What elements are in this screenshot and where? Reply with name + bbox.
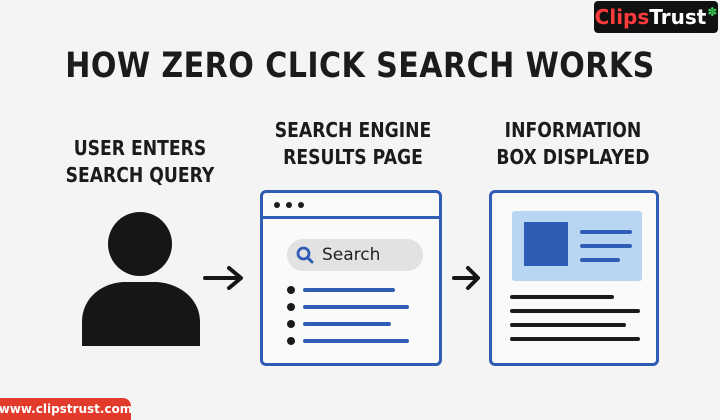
information-box-window (489, 190, 659, 366)
window-dot-icon (298, 202, 304, 208)
bullet-icon (287, 286, 295, 294)
diagram-title: HOW ZERO CLICK SEARCH WORKS (65, 46, 655, 86)
step-3-label-line-1: INFORMATION (504, 118, 642, 142)
text-line (510, 337, 640, 341)
person-icon (82, 212, 200, 346)
search-box-text: Search (322, 245, 381, 265)
info-card-line (580, 258, 620, 262)
info-card-line (580, 230, 632, 234)
leaf-icon: ✽ (707, 5, 718, 19)
bullet-icon (287, 320, 295, 328)
search-results-browser-window: Search (260, 190, 442, 366)
step-1-label-line-1: USER ENTERS (73, 136, 207, 160)
result-line (303, 339, 409, 343)
info-card-line (580, 244, 632, 248)
arrow-right-icon (452, 266, 480, 290)
step-2-label-line-1: SEARCH ENGINE (274, 118, 432, 142)
search-icon (296, 246, 314, 264)
window-dot-icon (286, 202, 292, 208)
result-line (303, 305, 409, 309)
result-line (303, 322, 391, 326)
bullet-icon (287, 337, 295, 345)
website-url-badge: www.clipstrust.com (0, 398, 132, 420)
image-thumbnail-icon (524, 222, 568, 266)
bullet-icon (287, 303, 295, 311)
step-1-label: USER ENTERS SEARCH QUERY (54, 135, 226, 189)
search-box: Search (287, 239, 423, 271)
step-1-label-line-2: SEARCH QUERY (65, 163, 215, 187)
step-2-label: SEARCH ENGINE RESULTS PAGE (263, 117, 444, 171)
arrow-right-icon (203, 266, 243, 290)
logo-text-clips: Clips (594, 5, 650, 29)
result-line (303, 288, 395, 292)
logo-text-trust: Trust (649, 5, 707, 29)
window-dot-icon (274, 202, 280, 208)
browser-title-bar (263, 193, 439, 219)
step-2-label-line-2: RESULTS PAGE (283, 145, 423, 169)
text-line (510, 323, 626, 327)
step-3-label-line-2: BOX DISPLAYED (496, 145, 650, 169)
step-3-label: INFORMATION BOX DISPLAYED (483, 117, 664, 171)
info-card (512, 211, 642, 281)
text-line (510, 309, 640, 313)
text-line (510, 295, 614, 299)
